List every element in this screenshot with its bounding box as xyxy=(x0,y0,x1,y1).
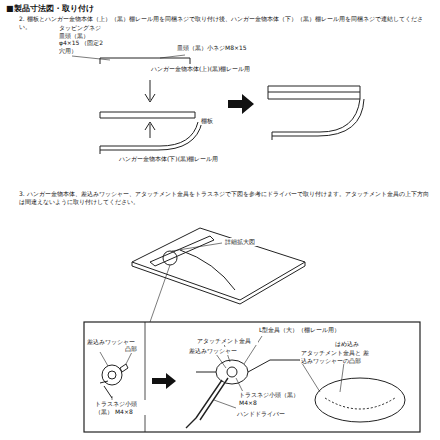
arrow-up xyxy=(145,122,155,138)
detail-panel xyxy=(84,322,420,432)
attachment xyxy=(216,360,248,384)
leader-line xyxy=(150,265,170,322)
part-label: アタッチメント金具 xyxy=(196,337,258,345)
step-text: 3. ハンガー金物本体、差込みワッシャー、アタッチメント金具をトラスネジで下図を… xyxy=(18,190,430,205)
screw-label: タッピングネジ 皿頭（黒） φ4×15 （固定2穴用） xyxy=(58,24,106,54)
washer-center xyxy=(227,367,237,377)
inset-circle xyxy=(315,378,405,422)
section-title: ■製品寸法図・取り付け xyxy=(6,3,94,14)
note-label: アタッチメント金具と 差込みワッシャーの凸部 xyxy=(300,349,372,364)
screw-label: トラスネジ小頭（黒） M4×8 xyxy=(238,391,300,406)
part-label: 棚板 xyxy=(200,117,222,125)
bracket-curve xyxy=(180,250,235,290)
part-label: 差込みワッシャー xyxy=(188,347,244,355)
part-label: ハンガー金物本体(上)(黒)棚レール用 xyxy=(150,65,262,73)
screw xyxy=(100,381,112,398)
tool-label: ハンドドライバー xyxy=(236,410,292,418)
panel-divider xyxy=(145,322,146,432)
leader-line xyxy=(72,55,185,60)
assembled-board xyxy=(268,92,360,99)
screw-label: トラスネジ小頭（黒） M4×8 xyxy=(94,400,146,415)
l-bracket xyxy=(196,360,300,372)
shelf-perspective xyxy=(132,228,305,300)
note-label: はめ込み xyxy=(334,340,366,348)
shelf-edge xyxy=(132,262,305,304)
upper-hanger xyxy=(100,58,190,64)
panel-arrow xyxy=(152,373,176,389)
part-label: L型金具（大）（棚レール用） xyxy=(258,326,350,334)
leader-line xyxy=(172,243,222,251)
detail-circle xyxy=(163,251,177,265)
assembled-lower xyxy=(272,99,360,140)
assembled-lower-inner xyxy=(272,99,364,136)
washer-boss xyxy=(120,364,128,372)
detail-label: 詳細拡大図 xyxy=(224,238,266,246)
big-arrow xyxy=(228,94,254,114)
arrow-down xyxy=(145,80,155,102)
shelf-board xyxy=(100,112,195,118)
washer-hole xyxy=(108,371,116,379)
inset-curve xyxy=(325,398,395,409)
assembled-upper xyxy=(268,86,360,92)
part-label: 凸部 xyxy=(124,345,144,353)
lower-hanger-inner xyxy=(100,122,202,150)
leader-line xyxy=(100,352,132,400)
part-label: ハンガー金物本体(下)(黒)棚レール用 xyxy=(118,155,232,163)
lower-hanger xyxy=(100,122,198,154)
screw-label: 皿頭（黒）小ネジM8×15 xyxy=(176,44,258,52)
